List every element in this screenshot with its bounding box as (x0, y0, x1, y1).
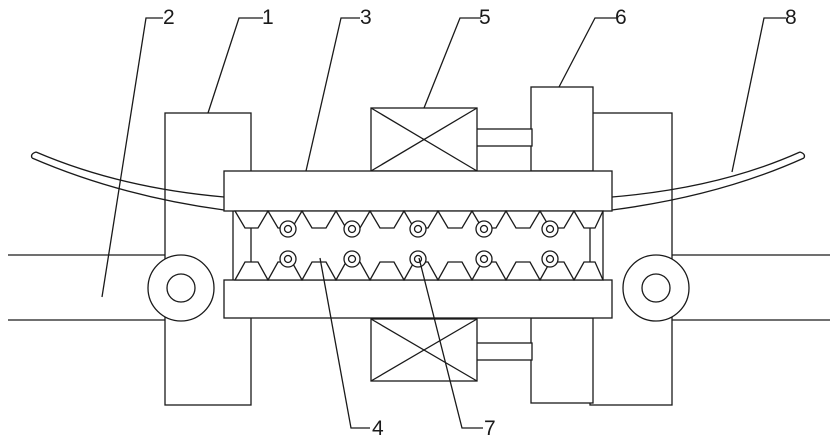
top-connector (476, 129, 532, 146)
actuator-box-5 (371, 108, 477, 171)
label-4: 4 (372, 417, 384, 440)
upper-roller (476, 221, 492, 237)
lower-roller (542, 251, 558, 267)
upper-roller (542, 221, 558, 237)
bottom-connector (476, 343, 532, 360)
upper-tooth (438, 211, 472, 228)
upper-roller (280, 221, 296, 237)
upper-tooth (302, 211, 336, 228)
lower-tooth (370, 262, 404, 280)
label-8: 8 (785, 6, 797, 29)
label-6: 6 (615, 6, 627, 29)
label-5: 5 (479, 6, 491, 29)
upper-roller (344, 221, 360, 237)
lower-roller (410, 251, 426, 267)
label-7: 7 (484, 417, 496, 440)
upper-plate (224, 171, 612, 211)
label-3: 3 (360, 6, 372, 29)
actuator-box-bottom (371, 319, 477, 381)
upper-roller (410, 221, 426, 237)
lower-tooth (506, 262, 540, 280)
lower-tooth (302, 262, 336, 280)
lower-roller (344, 251, 360, 267)
lower-roller (476, 251, 492, 267)
lower-roller (280, 251, 296, 267)
left-wheel (148, 255, 214, 321)
lower-plate (224, 280, 612, 318)
label-1: 1 (262, 6, 274, 29)
lower-tooth (438, 262, 472, 280)
upper-tooth (370, 211, 404, 228)
upper-tooth (506, 211, 540, 228)
right-wheel (623, 255, 689, 321)
motor-box-bottom (531, 318, 593, 403)
label-2: 2 (163, 6, 175, 29)
motor-box-6 (531, 87, 593, 171)
